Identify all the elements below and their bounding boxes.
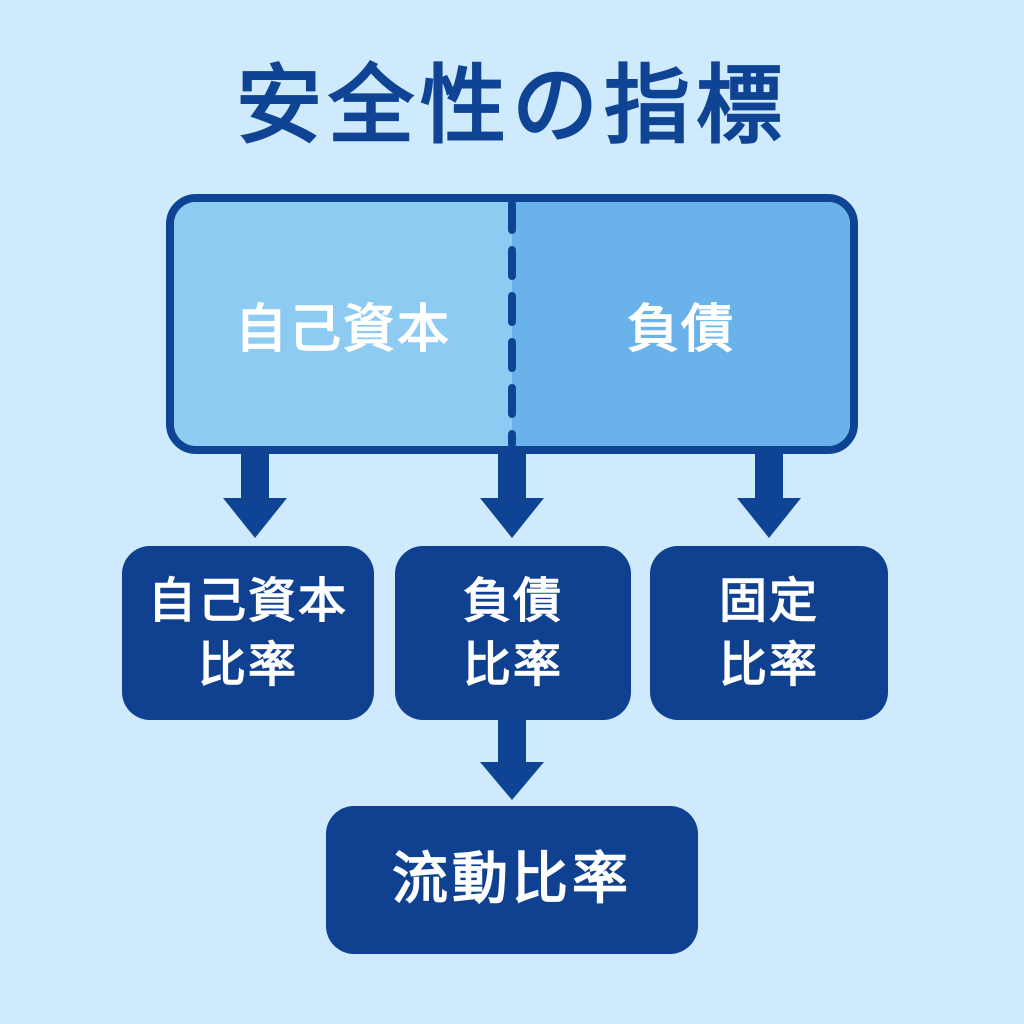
arrow-to-equity-ratio <box>223 452 287 538</box>
current-ratio-label: 流動比率 <box>392 847 632 912</box>
debt-ratio-box: 負債 比率 <box>395 546 631 720</box>
balance-sheet-box: 自己資本 負債 <box>166 194 858 454</box>
debt-label: 負債 <box>626 299 735 360</box>
fixed-ratio-box: 固定 比率 <box>650 546 888 720</box>
equity-ratio-line1: 自己資本 <box>147 573 348 629</box>
fixed-ratio-line1: 固定 <box>718 573 819 629</box>
equity-ratio-line2: 比率 <box>197 637 298 693</box>
diagram-title: 安全性の指標 <box>236 56 788 156</box>
equity-section: 自己資本 <box>174 202 512 446</box>
dashed-divider <box>508 202 516 446</box>
arrow-to-current-ratio <box>480 718 544 800</box>
debt-ratio-line1: 負債 <box>462 573 563 629</box>
debt-section: 負債 <box>512 202 850 446</box>
debt-ratio-line2: 比率 <box>462 637 563 693</box>
equity-ratio-box: 自己資本 比率 <box>122 546 374 720</box>
current-ratio-box: 流動比率 <box>326 806 698 954</box>
equity-label: 自己資本 <box>234 299 451 360</box>
arrow-to-debt-ratio <box>480 446 544 538</box>
fixed-ratio-line2: 比率 <box>718 637 819 693</box>
arrow-to-fixed-ratio <box>737 452 801 538</box>
